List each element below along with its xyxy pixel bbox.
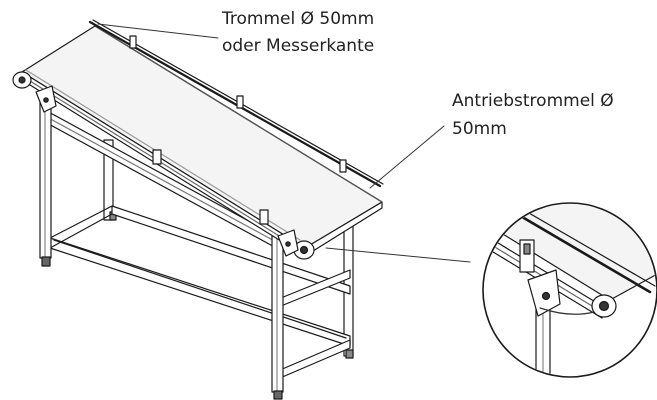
frame-back-legs (103, 139, 354, 359)
drum-rollers (12, 71, 315, 260)
conveyor-belt (21, 19, 384, 257)
drum-label-line2: oder Messerkante (222, 36, 375, 56)
detail-magnifier (482, 202, 657, 378)
drive-drum-label-line2: 50mm (452, 119, 507, 139)
guide-brackets (35, 35, 347, 257)
drum-label-line1: Trommel Ø 50mm (222, 9, 375, 29)
leader-lines (97, 23, 471, 263)
drive-drum-label-line1: Antriebstrommel Ø (452, 91, 614, 111)
